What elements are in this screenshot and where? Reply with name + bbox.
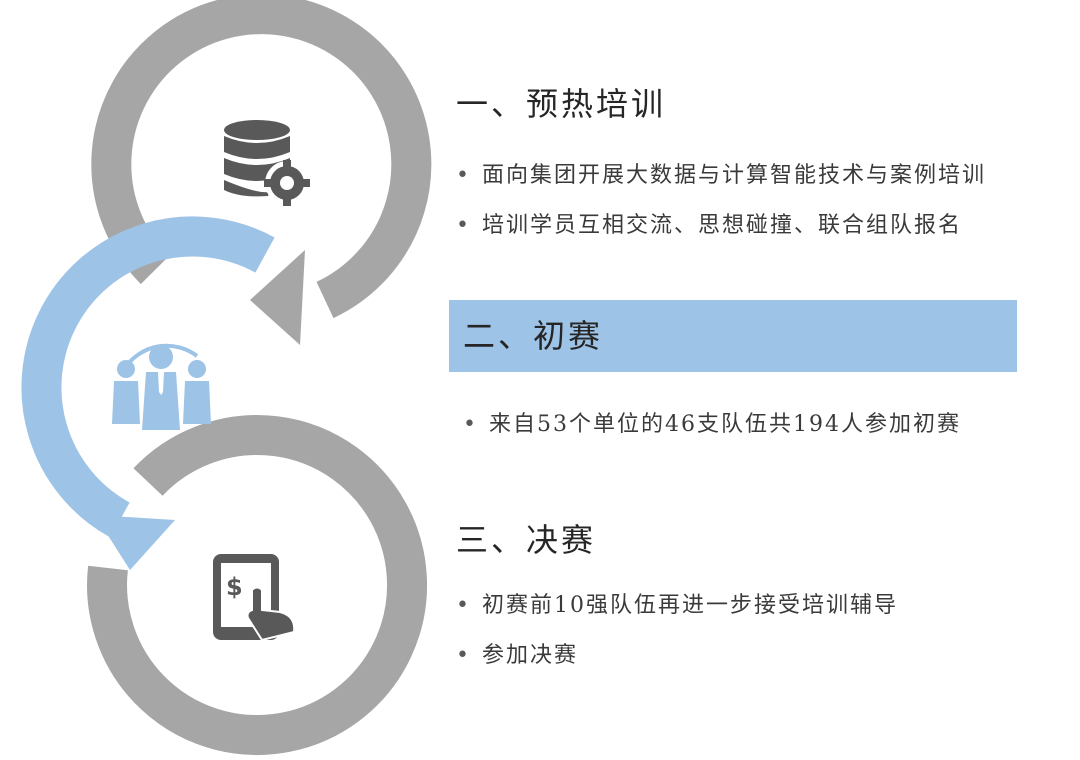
stage-1-arc <box>91 0 432 319</box>
stage-3-arrow <box>87 415 428 755</box>
database-gear-icon <box>224 120 310 206</box>
stage-1-bullet-2: 培训学员互相交流、思想碰撞、联合组队报名 <box>456 212 986 262</box>
stage-1-arrow <box>91 0 432 345</box>
svg-text:$: $ <box>226 573 243 601</box>
stage-1-arrowhead <box>250 250 305 345</box>
stage-3-bullet-1: 初赛前10强队伍再进一步接受培训辅导 <box>456 592 898 642</box>
tablet-dollar-touch-icon: $ <box>213 554 296 642</box>
team-people-icon <box>112 343 211 430</box>
stage-1-title: 一、预热培训 <box>456 85 667 123</box>
stage-2-highlight: 二、初赛 <box>449 300 1017 372</box>
stage-2-bullets: 来自53个单位的46支队伍共194人参加初赛 <box>463 411 961 461</box>
stage-1-bullets: 面向集团开展大数据与计算智能技术与案例培训 培训学员互相交流、思想碰撞、联合组队… <box>456 162 986 262</box>
stage-3-arc <box>87 415 428 755</box>
stage-3-bullets: 初赛前10强队伍再进一步接受培训辅导 参加决赛 <box>456 592 898 692</box>
stage-2-arc <box>21 216 275 538</box>
stage-3-title: 三、决赛 <box>456 521 597 559</box>
stage-2-bullet-1: 来自53个单位的46支队伍共194人参加初赛 <box>463 411 961 461</box>
stage-3-bullet-2: 参加决赛 <box>456 642 898 692</box>
stage-2-arrowhead <box>95 515 175 570</box>
stage-1-bullet-1: 面向集团开展大数据与计算智能技术与案例培训 <box>456 162 986 212</box>
stage-2-arrow <box>21 216 275 570</box>
stage-2-title: 二、初赛 <box>463 317 604 355</box>
